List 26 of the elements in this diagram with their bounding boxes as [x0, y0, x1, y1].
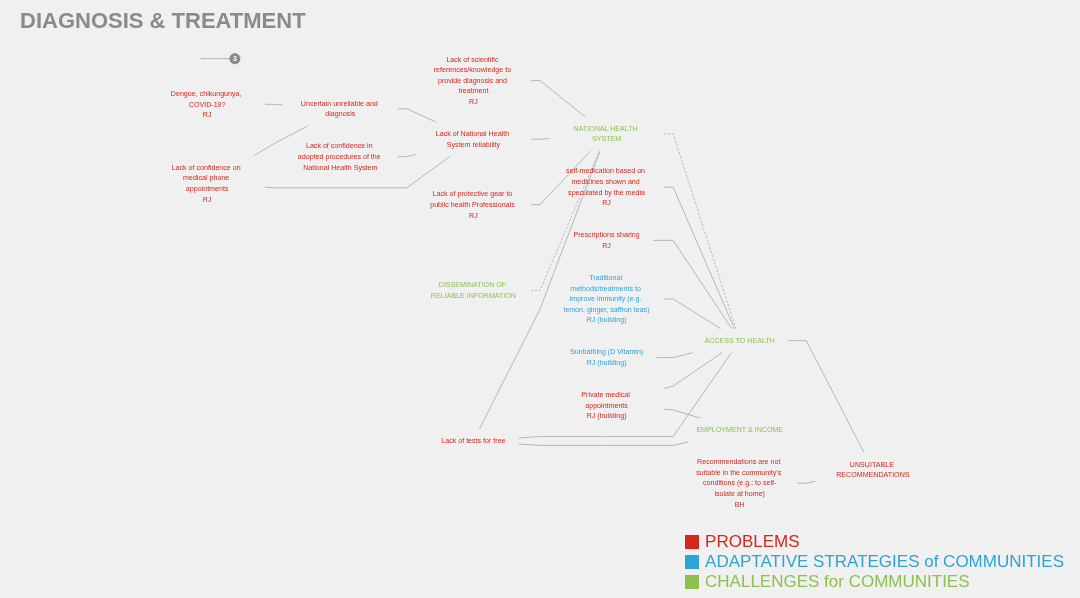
connector [397, 154, 417, 158]
connector [253, 125, 308, 156]
connector [797, 481, 816, 484]
legend-text: ADAPTATIVE STRATEGIES of COMMUNITIES [705, 552, 1064, 572]
connector [652, 240, 733, 330]
connector [264, 156, 451, 189]
connector [518, 441, 689, 446]
connector [530, 150, 591, 205]
connector [663, 298, 721, 330]
connector [397, 108, 436, 123]
connector [479, 150, 601, 430]
legend-text: PROBLEMS [705, 532, 800, 552]
connector [787, 340, 865, 453]
connector [200, 58, 230, 59]
connector [530, 138, 550, 140]
connector [518, 352, 732, 439]
connector [663, 186, 735, 330]
legend-text: CHALLENGES for COMMUNITIES [705, 572, 970, 592]
connector [663, 133, 737, 330]
connector [663, 352, 723, 389]
diagram-title: DIAGNOSIS & TREATMENT [20, 8, 306, 34]
connector [264, 104, 283, 106]
connector [530, 80, 586, 117]
connector [530, 150, 600, 291]
connector [656, 352, 693, 358]
connector [663, 409, 701, 419]
